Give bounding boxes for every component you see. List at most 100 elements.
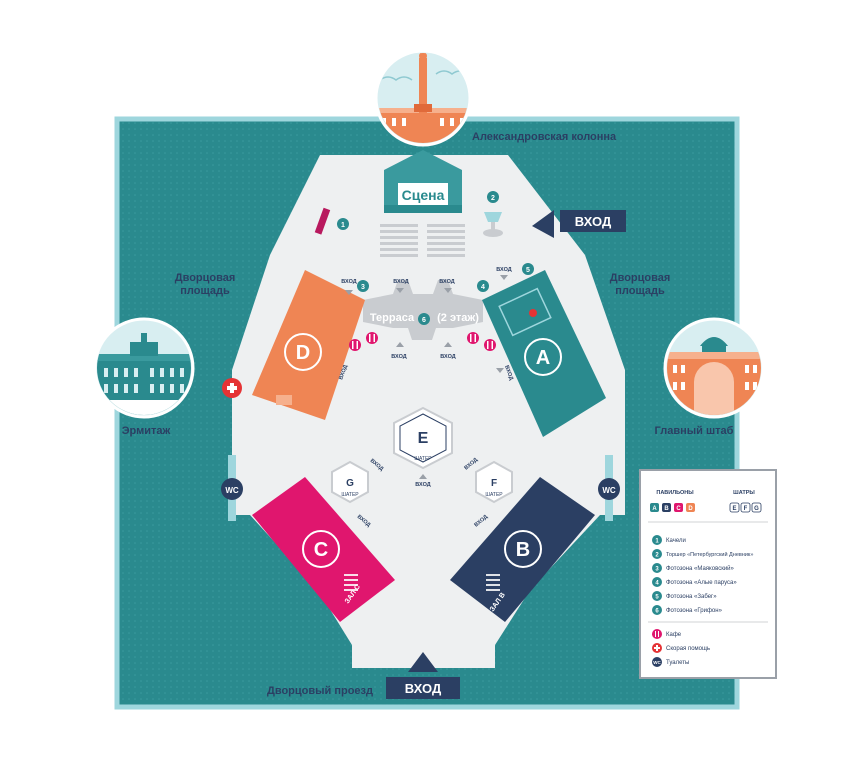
pavilion-d[interactable]: D <box>252 270 365 420</box>
wc-left-label: WC <box>225 486 239 495</box>
svg-text:WC: WC <box>653 660 661 665</box>
cafe-3[interactable] <box>467 332 479 344</box>
entrance-d-top-label: ВХОД <box>341 279 356 285</box>
alexander-column-label: Александровская колонна <box>472 131 617 143</box>
pavilion-a[interactable]: A <box>482 270 606 437</box>
terrace-entrance-right-label: ВХОД <box>439 279 454 285</box>
alexander-column-illustration <box>374 49 472 147</box>
legend-item-6: 6 Фотозона «Грифон» <box>652 605 723 615</box>
svg-text:F: F <box>744 506 748 512</box>
svg-text:Кафе: Кафе <box>666 632 682 638</box>
svg-text:E: E <box>732 506 736 512</box>
svg-text:3: 3 <box>361 284 365 291</box>
tent-f-caption: ШАТЕР <box>485 492 503 498</box>
svg-text:Фотозона «Алые паруса»: Фотозона «Алые паруса» <box>666 580 737 586</box>
swing-marker <box>314 207 331 235</box>
marker-6: 6 <box>418 313 430 325</box>
svg-text:B: B <box>664 506 669 512</box>
tent-f-letter: F <box>491 478 497 489</box>
main-entrance-right-label: ВХОД <box>575 214 612 229</box>
legend-item-2: 2 Торшер «Петербургский Дневник» <box>652 549 753 559</box>
svg-text:6: 6 <box>422 317 426 324</box>
svg-text:6: 6 <box>655 609 659 615</box>
palace-square-right-label-1: Дворцовая <box>610 272 671 284</box>
legend-pavilion-d-swatch: D <box>686 503 695 512</box>
svg-text:2: 2 <box>655 553 659 559</box>
pavilion-a-letter: A <box>536 347 550 369</box>
legend-tents-title: ШАТРЫ <box>733 490 755 496</box>
legend-item-1: 1 Качели <box>652 535 686 545</box>
svg-text:4: 4 <box>481 284 485 291</box>
wc-right[interactable]: WC <box>598 455 620 521</box>
terrace-entrance-bottom-left-label: ВХОД <box>391 354 406 360</box>
main-entrance-bottom[interactable]: ВХОД <box>386 652 460 699</box>
svg-text:Фотозона «Грифон»: Фотозона «Грифон» <box>666 608 723 614</box>
tent-g-letter: G <box>346 478 354 489</box>
tent-g[interactable]: G ШАТЕР <box>331 460 369 504</box>
entrance-a-top-label: ВХОД <box>496 267 511 273</box>
marker-3: 3 <box>357 280 369 292</box>
first-aid-point[interactable] <box>222 378 242 398</box>
legend-tent-e-swatch: E <box>729 502 740 513</box>
main-entrance-bottom-label: ВХОД <box>405 681 442 696</box>
svg-text:D: D <box>688 506 693 512</box>
svg-text:3: 3 <box>655 567 659 573</box>
marker-2: 2 <box>487 191 499 203</box>
svg-text:5: 5 <box>655 595 659 601</box>
svg-text:Фотозона «Забег»: Фотозона «Забег» <box>666 594 717 600</box>
terrace-label: Терраса <box>370 312 415 324</box>
main-entrance-right[interactable]: ВХОД <box>532 210 626 238</box>
pavilion-b[interactable]: B ЗАЛ B <box>450 477 595 622</box>
pavilion-b-letter: B <box>516 539 530 561</box>
marker-5: 5 <box>522 263 534 275</box>
svg-text:Скорая помощь: Скорая помощь <box>666 646 710 652</box>
pavilion-c[interactable]: C ЗАЛ С <box>252 477 395 622</box>
legend-tent-g-swatch: G <box>751 502 762 513</box>
wc-left[interactable]: WC <box>221 455 243 521</box>
svg-text:2: 2 <box>491 195 495 202</box>
legend: ПАВИЛЬОНЫ ШАТРЫ A B C D E F G <box>639 469 777 679</box>
tent-e-caption: ШАТЕР <box>414 456 432 462</box>
tent-f[interactable]: F ШАТЕР <box>475 460 513 504</box>
svg-text:Качели: Качели <box>666 538 686 544</box>
svg-text:Фотозона «Маяковский»: Фотозона «Маяковский» <box>666 565 735 572</box>
cafe-2[interactable] <box>366 332 378 344</box>
general-staff-label: Главный штаб <box>655 425 734 437</box>
wc-right-label: WC <box>602 486 616 495</box>
stage-seating <box>380 224 465 257</box>
general-staff-illustration <box>663 317 765 419</box>
svg-text:Торшер «Петербургский Дневник»: Торшер «Петербургский Дневник» <box>666 551 753 558</box>
legend-pavilion-a-swatch: A <box>650 503 659 512</box>
tent-e[interactable]: E ШАТЕР <box>393 406 453 470</box>
pavilion-d-letter: D <box>296 342 310 364</box>
terrace-entrance-left-label: ВХОД <box>393 279 408 285</box>
legend-item-5: 5 Фотозона «Забег» <box>652 591 717 601</box>
stage[interactable]: Сцена <box>384 150 462 213</box>
svg-text:4: 4 <box>655 581 659 587</box>
terrace[interactable]: Терраса (2 этаж) <box>363 280 483 340</box>
floor-lamp <box>483 212 503 237</box>
svg-text:Туалеты: Туалеты <box>666 660 689 666</box>
entrance-d-side-label: ВХОД <box>338 364 349 381</box>
tent-e-letter: E <box>418 430 429 447</box>
legend-pavilions-title: ПАВИЛЬОНЫ <box>656 490 694 496</box>
entrance-a-side-label: ВХОД <box>503 365 514 382</box>
legend-item-3: 3 Фотозона «Маяковский» <box>652 563 735 573</box>
cafe-1[interactable] <box>349 339 361 351</box>
terrace-entrance-bottom-right-label: ВХОД <box>440 354 455 360</box>
terrace-floor-label: (2 этаж) <box>437 312 479 324</box>
stage-label: Сцена <box>402 187 445 203</box>
svg-text:G: G <box>754 506 759 512</box>
legend-cafe: Кафе <box>652 629 682 639</box>
legend-pavilion-b-swatch: B <box>662 503 671 512</box>
marker-1: 1 <box>337 218 349 230</box>
legend-pavilion-c-swatch: C <box>674 503 683 512</box>
hermitage-illustration <box>93 317 195 419</box>
svg-text:1: 1 <box>341 222 345 229</box>
legend-tent-f-swatch: F <box>740 502 751 513</box>
palace-square-right-label-2: площадь <box>615 285 665 297</box>
hermitage-label: Эрмитаж <box>122 425 171 437</box>
svg-text:C: C <box>676 506 681 512</box>
cafe-4[interactable] <box>484 339 496 351</box>
